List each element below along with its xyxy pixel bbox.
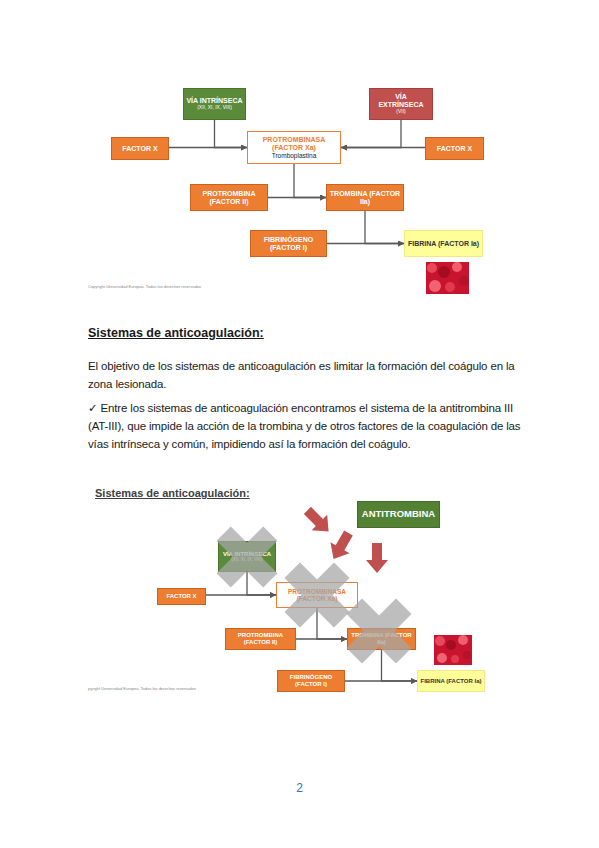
process-box: TROMBINA (FACTOR IIa) <box>347 628 416 650</box>
box-text: VÍA INTRÍNSECA <box>186 97 243 105</box>
flow-arrow <box>365 211 404 244</box>
fibrin-cell <box>427 263 437 273</box>
fibrin-cell <box>429 280 441 292</box>
flow-arrow <box>341 147 425 148</box>
process-box: FIBRINÓGENO (FACTOR I) <box>250 230 327 257</box>
box-text: FIBRINA (FACTOR Ia) <box>407 240 480 248</box>
fibrin-cell <box>435 636 445 646</box>
fibrin-cell <box>459 276 469 286</box>
block-arrow-shape <box>300 503 337 540</box>
cross-bar <box>217 527 278 588</box>
box-text: PROTROMBINASA (FACTOR Xa) <box>279 588 355 603</box>
block-arrow <box>300 503 337 540</box>
block-cross <box>217 527 278 588</box>
process-box: VÍA EXTRÍNSECA(VII) <box>369 88 433 120</box>
copyright-note: pyright Universidad Europea. Todos los d… <box>88 687 388 692</box>
box-text: ANTITROMBINA <box>360 509 437 520</box>
box-text: PROTROMBINA (FACTOR II) <box>193 190 265 206</box>
box-text: (XII, XI, IX, VIII) <box>186 105 243 111</box>
fibrin-cell <box>445 282 455 292</box>
process-box: PROTROMBINASA (FACTOR Xa) <box>276 582 358 608</box>
process-box: VÍA INTRÍNSECA(XII, XI, IX, VIII) <box>183 88 246 120</box>
box-text: PROTROMBINASA (FACTOR Xa) <box>250 136 338 152</box>
box-text: FACTOR X <box>428 145 481 153</box>
box-text: FACTOR X <box>160 593 203 600</box>
flow-arrow <box>215 120 248 148</box>
block-arrow <box>324 528 358 565</box>
fibrin-cell <box>438 266 450 278</box>
flow-arrow <box>247 572 276 595</box>
block-arrow <box>366 543 388 573</box>
block-arrow-shape <box>366 543 388 573</box>
box-text: (XII, XI, IX, VIII) <box>221 557 273 562</box>
box-text: FACTOR X <box>114 145 166 153</box>
box-text: TROMBINA (FACTOR IIa) <box>329 190 401 206</box>
fibrin-cell <box>458 635 468 645</box>
block-arrow-shape <box>324 528 358 565</box>
process-box: ANTITROMBINA <box>357 501 440 528</box>
box-text: PROTROMBINA (FACTOR II) <box>228 632 293 645</box>
fibrin-cell <box>452 262 462 272</box>
process-box: FIBRINÓGENO (FACTOR I) <box>277 670 345 692</box>
process-box: PROTROMBINA (FACTOR II) <box>225 628 296 650</box>
process-box: PROTROMBINASA (FACTOR Xa)Tromboplastina <box>247 131 341 164</box>
flow-arrow <box>317 608 347 639</box>
process-box: TROMBINA (FACTOR IIa) <box>326 184 404 211</box>
fibrin-cell <box>463 651 471 659</box>
box-text: FIBRINÓGENO (FACTOR I) <box>253 236 324 252</box>
box-text: FIBRINA (FACTOR Ia) <box>420 678 482 685</box>
process-box: VÍA INTRÍNSECA(XII, XI, IX, VIII) <box>218 541 276 572</box>
copyright-note: Copyright Universidad Europea. Todos los… <box>88 285 388 290</box>
flow-arrow <box>294 164 326 198</box>
page-number: 2 <box>0 781 599 795</box>
process-box: PROTROMBINA (FACTOR II) <box>190 184 268 211</box>
flow-arrow <box>382 650 418 681</box>
fibrin-cell <box>451 655 459 663</box>
section-heading: Sistemas de anticoagulación: <box>88 326 508 341</box>
box-text: TROMBINA (FACTOR IIa) <box>350 632 413 645</box>
process-box: FACTOR X <box>157 588 206 605</box>
flow-arrow <box>206 594 276 595</box>
fibrin-photo <box>434 635 472 665</box>
box-text: VÍA INTRÍNSECA <box>221 551 273 558</box>
box-text: (VII) <box>372 109 430 115</box>
process-box: FIBRINA (FACTOR Ia) <box>404 230 483 257</box>
box-text: Tromboplastina <box>250 152 338 159</box>
flow-arrow <box>327 243 404 244</box>
cross-bar <box>217 527 278 588</box>
figure-title: Sistemas de anticoagulación: <box>95 487 395 500</box>
fibrin-cell <box>437 653 447 663</box>
box-text: FIBRINÓGENO (FACTOR I) <box>280 674 342 687</box>
fibrin-image <box>434 635 472 665</box>
fibrin-photo <box>426 262 469 294</box>
body-paragraph: ✓ Entre los sistemas de anticoagulación … <box>88 399 528 453</box>
process-box: FACTOR X <box>425 137 484 160</box>
fibrin-cell <box>446 640 456 650</box>
process-box: FACTOR X <box>111 137 169 160</box>
flow-arrow <box>341 120 401 148</box>
process-box: FIBRINA (FACTOR Ia) <box>417 670 485 692</box>
fibrin-image <box>426 262 469 294</box>
flow-arrow <box>296 638 347 639</box>
flow-arrow <box>268 197 326 198</box>
body-paragraph: El objetivo de los sistemas de anticoagu… <box>88 357 528 393</box>
box-text: VÍA EXTRÍNSECA <box>372 93 430 109</box>
flow-arrow <box>169 147 247 148</box>
flow-arrow <box>345 680 417 681</box>
